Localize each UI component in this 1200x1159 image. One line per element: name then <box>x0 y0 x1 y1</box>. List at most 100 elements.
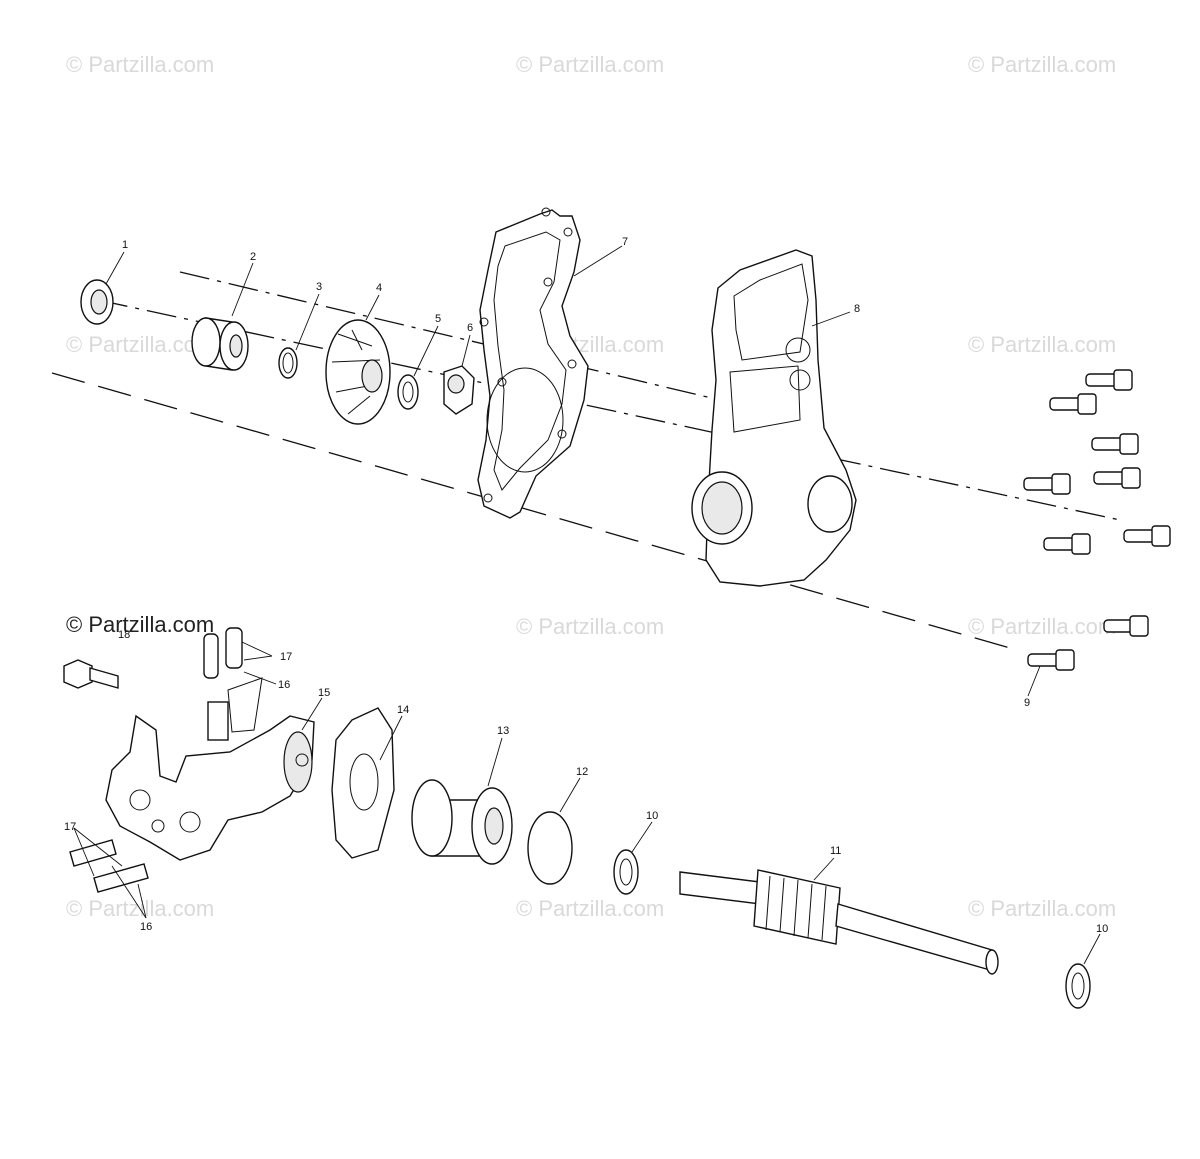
bolt <box>1043 533 1091 555</box>
cover-upper-recess <box>733 263 809 361</box>
flange-gasket-outline <box>331 707 395 859</box>
gasket-outline <box>477 209 589 519</box>
bolt-head <box>63 659 93 689</box>
bolt-shank <box>89 667 119 689</box>
callout-12: 12 <box>576 766 588 778</box>
callout-6: 6 <box>467 322 473 334</box>
cover-outlet-bore <box>701 481 743 535</box>
watermark: © Partzilla.com <box>516 896 664 921</box>
impeller-disc <box>325 319 391 425</box>
cover-port <box>785 337 811 363</box>
ring-inner <box>282 352 294 374</box>
gasket-hole <box>483 493 493 503</box>
callout-10: 10 <box>1096 923 1108 935</box>
part-flange-gasket <box>331 707 395 859</box>
part-o-ring <box>527 811 573 885</box>
impeller-hub <box>361 359 383 393</box>
callout-5: 5 <box>435 313 441 325</box>
gasket-hole <box>479 317 489 327</box>
bolt <box>1023 473 1071 495</box>
bolt <box>1085 369 1133 391</box>
part-seal <box>80 279 114 325</box>
callout-18: 18 <box>118 629 130 641</box>
callout-1: 1 <box>122 239 128 251</box>
part-fittings <box>69 627 243 893</box>
callout-11: 11 <box>830 845 841 857</box>
fitting <box>203 633 219 679</box>
watermark: © Partzilla.com <box>66 332 214 357</box>
washer-inner <box>1071 972 1085 1000</box>
bearing-back <box>191 317 221 367</box>
watermark: © Partzilla.com <box>968 52 1116 77</box>
nut-hole <box>447 374 465 394</box>
pump-shaft <box>295 753 309 767</box>
bolt <box>1093 467 1141 489</box>
gear-teeth <box>765 875 827 941</box>
cover-boss <box>807 475 853 533</box>
bushing-back <box>411 779 453 857</box>
watermark: © Partzilla.com <box>66 52 214 77</box>
washer-outer <box>1065 963 1091 1009</box>
watermark: © Partzilla.com <box>968 614 1116 639</box>
part-washer-5 <box>397 374 419 410</box>
callout-3: 3 <box>316 281 322 293</box>
upper-axis <box>97 299 1121 521</box>
callout-17: 17 <box>280 651 292 663</box>
callout-7: 7 <box>622 236 628 248</box>
callout-8: 8 <box>854 303 860 315</box>
washer-outer <box>613 849 639 895</box>
bolt <box>1091 433 1139 455</box>
watermark: © Partzilla.com <box>516 614 664 639</box>
washer-inner <box>402 381 414 403</box>
gasket-hole <box>543 277 553 287</box>
seal-inner <box>90 289 108 315</box>
leader-lines <box>73 245 1101 965</box>
part-bushing <box>411 779 513 865</box>
cover-port <box>789 369 811 391</box>
gasket-hole <box>541 207 551 217</box>
callout-17: 17 <box>64 821 76 833</box>
callout-16: 16 <box>278 679 290 691</box>
callout-2: 2 <box>250 251 256 263</box>
callout-16: 16 <box>140 921 152 933</box>
fitting <box>225 627 243 669</box>
assembly-axes <box>51 271 1121 649</box>
gasket-hole <box>563 227 573 237</box>
pump-port <box>129 789 151 811</box>
gasket-hole <box>567 359 577 369</box>
callout-4: 4 <box>376 282 382 294</box>
part-nut <box>443 365 475 415</box>
impeller-vanes <box>331 329 381 415</box>
bolt <box>1123 525 1171 547</box>
bolt <box>1027 649 1075 671</box>
callout-10: 10 <box>646 810 658 822</box>
shaft-tip <box>985 949 999 975</box>
top-axis <box>179 271 721 401</box>
watermark: © Partzilla.com <box>968 896 1116 921</box>
washer-outer <box>397 374 419 410</box>
pump-arm <box>227 677 263 733</box>
shaft-end <box>679 871 761 905</box>
pump-bracket <box>207 701 229 741</box>
lower-dashed-axis <box>51 372 1011 649</box>
fitting <box>69 839 117 867</box>
ring-outer <box>278 347 298 379</box>
part-washer-10 <box>613 849 1091 1009</box>
watermark: © Partzilla.com <box>968 332 1116 357</box>
bolt <box>1103 615 1149 637</box>
fitting <box>93 863 149 893</box>
part-cover <box>691 249 857 587</box>
part-bolts <box>1023 369 1171 671</box>
pump-outline <box>105 714 315 861</box>
callout-13: 13 <box>497 725 509 737</box>
watermark: © Partzilla.com <box>516 52 664 77</box>
part-gasket <box>477 207 589 519</box>
pump-port <box>179 811 201 833</box>
washer-inner <box>619 858 633 886</box>
bearing-bore <box>229 334 243 358</box>
part-bearing <box>191 317 249 371</box>
gasket-hole <box>497 377 507 387</box>
part-pump-body <box>105 677 315 861</box>
part-shaft <box>679 869 999 975</box>
